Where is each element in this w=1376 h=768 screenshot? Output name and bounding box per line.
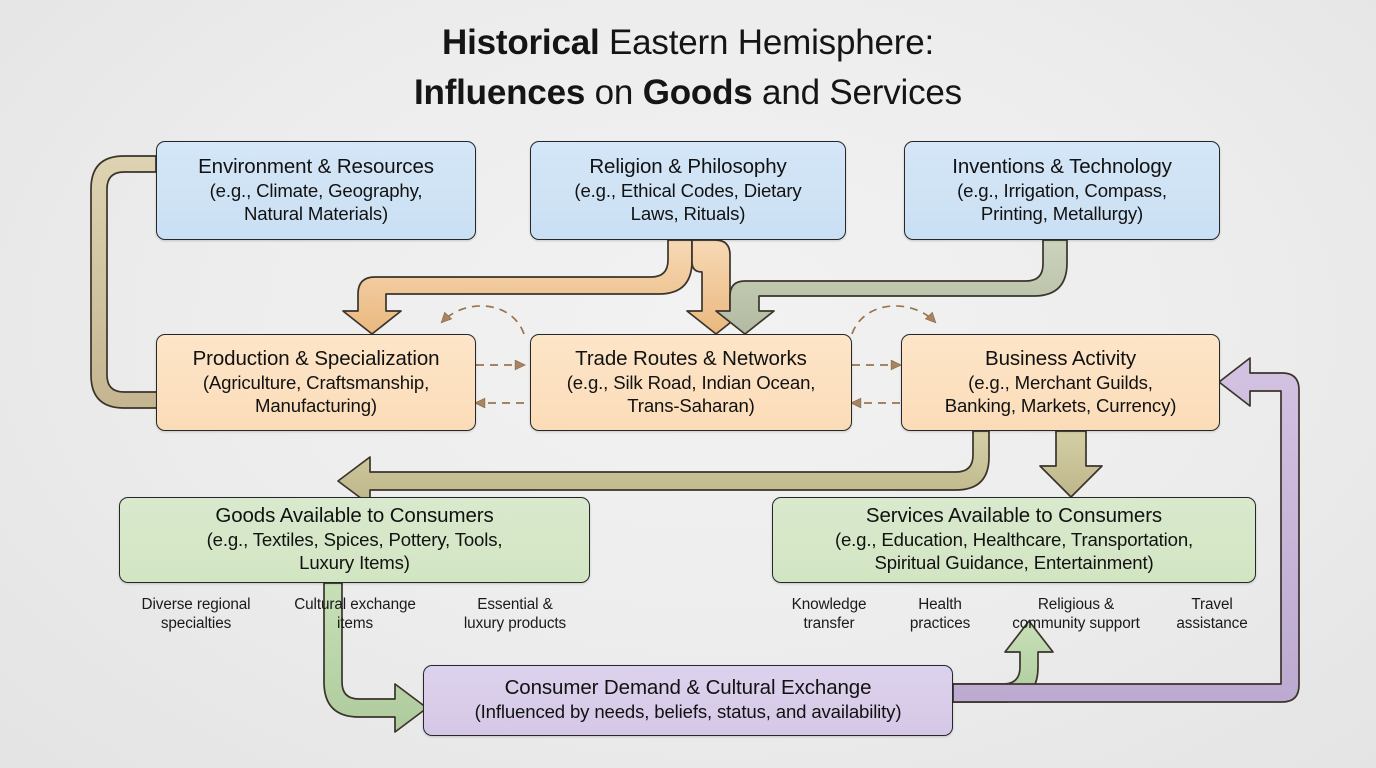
node-inventions-and-technology[interactable]: Inventions & Technology (e.g., Irrigatio… xyxy=(904,141,1220,240)
node-detail-line-1: (e.g., Textiles, Spices, Pottery, Tools, xyxy=(206,529,503,551)
node-detail-line-1: (Influenced by needs, beliefs, status, a… xyxy=(474,701,902,723)
node-headline: Goods Available to Consumers xyxy=(215,504,494,528)
caption-line-1: Knowledge xyxy=(791,596,867,613)
title-line2-regular-2: and Services xyxy=(752,73,962,113)
node-detail-line-2: Banking, Markets, Currency) xyxy=(944,394,1177,416)
node-headline: Consumer Demand & Cultural Exchange xyxy=(504,676,872,700)
arrow-goods-to-demand xyxy=(323,582,428,733)
node-headline: Inventions & Technology xyxy=(952,154,1172,178)
title-line2-regular-1: on xyxy=(585,73,643,113)
arrow-business-to-services xyxy=(1039,430,1103,498)
caption-line-2: community support xyxy=(1012,614,1140,632)
node-detail-line-1: (Agriculture, Craftsmanship, xyxy=(202,371,430,393)
caption-goods-1: Diverse regional specialties xyxy=(120,596,272,633)
caption-goods-3: Essential & luxury products xyxy=(440,596,590,633)
caption-line-2: specialties xyxy=(160,614,232,632)
caption-line-2: practices xyxy=(909,614,971,632)
title-line-2: Influences on Goods and Services xyxy=(0,68,1376,118)
title-line1-regular: Eastern Hemisphere: xyxy=(599,23,934,62)
title-line2-bold-1: Influences xyxy=(414,73,586,113)
caption-line-1: Health xyxy=(918,596,962,613)
page-title: Historical Eastern Hemisphere: Influence… xyxy=(0,18,1376,119)
caption-line-1: Travel xyxy=(1191,596,1233,613)
caption-line-1: Essential & xyxy=(477,596,553,613)
caption-line-2: transfer xyxy=(803,614,855,632)
node-headline: Business Activity xyxy=(985,346,1136,370)
node-detail-line-1: (e.g., Irrigation, Compass, xyxy=(957,179,1167,201)
caption-line-2: luxury products xyxy=(463,614,567,632)
caption-services-3: Religious & community support xyxy=(991,596,1161,633)
node-detail-line-2: Luxury Items) xyxy=(299,552,410,574)
node-consumer-demand-and-cultural-exchange[interactable]: Consumer Demand & Cultural Exchange (Inf… xyxy=(423,665,953,736)
node-headline: Production & Specialization xyxy=(192,346,440,370)
node-headline: Religion & Philosophy xyxy=(589,154,787,178)
node-detail-line-1: (e.g., Merchant Guilds, xyxy=(968,371,1153,393)
node-headline: Environment & Resources xyxy=(198,154,434,178)
node-detail-line-1: (e.g., Education, Healthcare, Transporta… xyxy=(834,529,1194,551)
node-detail-line-2: Laws, Rituals) xyxy=(630,202,746,224)
node-headline: Services Available to Consumers xyxy=(865,504,1163,528)
arrow-inventions-to-trade xyxy=(715,239,1068,335)
node-business-activity[interactable]: Business Activity (e.g., Merchant Guilds… xyxy=(901,334,1220,431)
node-detail-line-2: Natural Materials) xyxy=(243,202,389,224)
node-production-and-specialization[interactable]: Production & Specialization (Agriculture… xyxy=(156,334,476,431)
node-detail-line-2: Trans-Saharan) xyxy=(627,394,755,416)
title-line1-bold: Historical xyxy=(442,23,600,62)
node-environment-and-resources[interactable]: Environment & Resources (e.g., Climate, … xyxy=(156,141,476,240)
caption-line-2: items xyxy=(336,614,374,632)
dashed-arc-trade-to-business xyxy=(851,305,937,335)
dashed-arc-trade-to-production xyxy=(440,305,525,335)
node-detail-line-1: (e.g., Climate, Geography, xyxy=(209,179,423,201)
node-goods-available-to-consumers[interactable]: Goods Available to Consumers (e.g., Text… xyxy=(119,497,590,583)
title-line-1: Historical Eastern Hemisphere: xyxy=(0,18,1376,68)
node-detail-line-2: Spiritual Guidance, Entertainment) xyxy=(874,552,1154,574)
caption-services-4: Travel assistance xyxy=(1160,596,1264,633)
caption-goods-2: Cultural exchange items xyxy=(277,596,433,633)
arrow-business-to-goods xyxy=(337,430,990,506)
arrow-demand-to-business xyxy=(952,357,1300,703)
node-detail-line-2: Printing, Metallurgy) xyxy=(980,202,1144,224)
arrow-religion-to-production xyxy=(342,239,693,335)
caption-line-1: Diverse regional xyxy=(141,596,251,613)
caption-line-1: Religious & xyxy=(1037,596,1115,613)
node-trade-routes-and-networks[interactable]: Trade Routes & Networks (e.g., Silk Road… xyxy=(530,334,852,431)
caption-services-1: Knowledge transfer xyxy=(764,596,894,633)
node-detail-line-1: (e.g., Silk Road, Indian Ocean, xyxy=(566,371,816,393)
node-services-available-to-consumers[interactable]: Services Available to Consumers (e.g., E… xyxy=(772,497,1256,583)
caption-services-2: Health practices xyxy=(885,596,995,633)
caption-line-1: Cultural exchange xyxy=(294,596,416,613)
node-detail-line-1: (e.g., Ethical Codes, Dietary xyxy=(574,179,802,201)
title-line2-bold-2: Goods xyxy=(642,73,753,113)
node-headline: Trade Routes & Networks xyxy=(575,346,807,370)
node-religion-and-philosophy[interactable]: Religion & Philosophy (e.g., Ethical Cod… xyxy=(530,141,846,240)
node-detail-line-2: Manufacturing) xyxy=(255,394,377,416)
caption-line-2: assistance xyxy=(1176,614,1248,632)
